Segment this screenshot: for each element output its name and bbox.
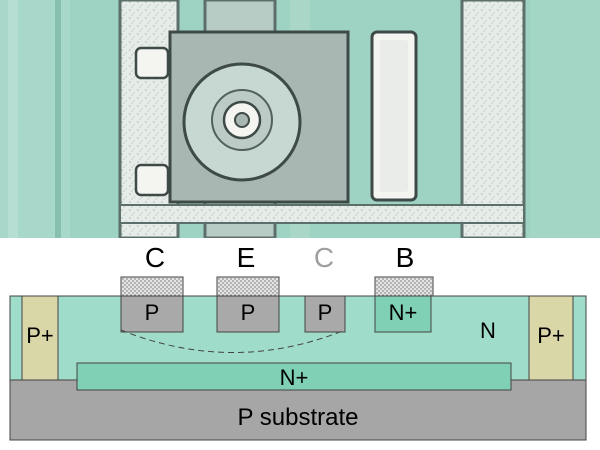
terminal-label-collector-right: C [313, 242, 335, 273]
p-plus-right [528, 295, 574, 381]
collector-contact-bottom [134, 163, 170, 197]
metal-line-right [460, 0, 526, 238]
n-plus-buried-layer [76, 362, 512, 391]
die-micrograph [0, 0, 600, 238]
terminal-label-emitter: E [236, 242, 256, 273]
p-region-emitter [216, 295, 280, 333]
cross-section-diagram [9, 276, 587, 441]
region-label-p-left: P [144, 300, 160, 325]
region-label-p-right: P [317, 300, 333, 325]
metal-line-left [118, 0, 180, 238]
terminal-label-base: B [395, 242, 415, 273]
p-plus-left [21, 295, 59, 381]
collector-contact-top [134, 46, 170, 80]
region-label-n-plus-base: N+ [388, 300, 418, 325]
metal-contact-collector-left [120, 276, 184, 297]
p-region-collector-left [120, 295, 184, 333]
terminal-label-collector-left: C [144, 242, 166, 273]
region-label-p-plus-right: P+ [537, 323, 565, 348]
region-label-n-plus-buried: N+ [279, 365, 309, 390]
n-plus-base-region [374, 295, 432, 333]
region-label-n-well: N [480, 318, 496, 343]
region-label-p-plus-left: P+ [26, 323, 54, 348]
metal-contact-base [374, 276, 434, 297]
metal-contact-emitter [216, 276, 280, 297]
region-label-substrate: P substrate [237, 404, 359, 431]
collector-ring-dashed [120, 329, 346, 353]
region-label-p-center: P [240, 300, 256, 325]
p-region-collector-right [304, 295, 346, 333]
